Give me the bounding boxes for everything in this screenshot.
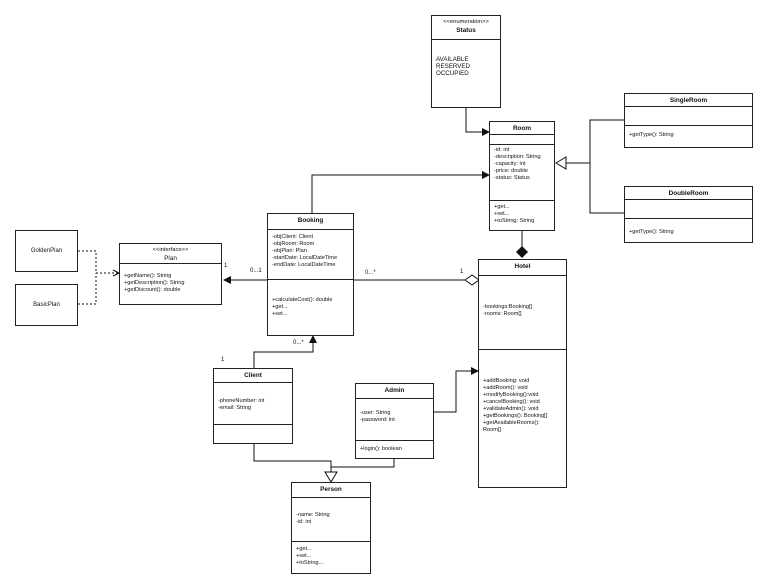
- composition-diamond: [516, 246, 528, 258]
- aggregation-diamond: [464, 274, 480, 286]
- singleroom-method: +getType(): String: [629, 132, 674, 138]
- booking-method: +calculateCost(): double: [272, 297, 333, 303]
- class-hotel[interactable]: Hotel -bookings:Booking[] -rooms: Room[]…: [478, 259, 567, 488]
- hotel-method: +addRoom(): void: [483, 385, 528, 391]
- person-name: Person: [320, 486, 342, 493]
- person-method: +get...: [296, 546, 312, 552]
- status-value: AVAILABLE: [436, 56, 469, 63]
- class-room[interactable]: Room -id: int -description: String -capa…: [489, 121, 555, 231]
- booking-attribute: -objClient: Client: [272, 234, 314, 240]
- plan-stereotype: <<interface>>: [152, 247, 189, 253]
- hotel-method: +cancelBooking(): void: [483, 399, 540, 405]
- admin-method: +login(): boolean: [360, 446, 402, 452]
- class-booking[interactable]: Booking -objClient: Client -objRoom: Roo…: [267, 213, 354, 336]
- booking-attribute: -objPlan: Plan: [272, 248, 307, 254]
- hotel-attribute: -rooms: Room[]: [483, 311, 522, 317]
- doubleroom-method: +getType(): String: [629, 229, 674, 235]
- multiplicity-label: 1: [460, 269, 464, 275]
- class-goldenplan[interactable]: GoldenPlan: [15, 230, 78, 272]
- singleroom-name: SingleRoom: [669, 97, 708, 104]
- client-attribute: -email: String: [218, 405, 251, 411]
- basicplan-realization: [78, 273, 97, 305]
- booking-attribute: -startDate: LocalDateTime: [272, 255, 338, 261]
- room-attribute: -capacity: int: [494, 161, 526, 167]
- person-method: +toString...: [296, 560, 324, 566]
- room-method: +toString: String: [494, 218, 535, 224]
- multiplicity-label: 1: [224, 263, 228, 269]
- room-name: Room: [512, 125, 532, 132]
- person-attribute: -name: String: [296, 512, 330, 518]
- multiplicity-label: 0...*: [293, 340, 304, 346]
- plan-method: +getDescription(): String: [124, 280, 185, 286]
- status-stereotype: <<enumeration>>: [443, 19, 489, 25]
- class-plan[interactable]: <<interface>>Plan +getName(): String +ge…: [119, 243, 222, 305]
- client-booking-association: [253, 335, 317, 368]
- class-singleroom[interactable]: SingleRoom +getType(): String: [624, 93, 753, 148]
- booking-room-association: [311, 171, 490, 213]
- hotel-method: +modifyBooking():void: [483, 392, 539, 398]
- hotel-name: Hotel: [514, 263, 531, 270]
- person-generalization-triangle: [324, 471, 338, 483]
- hotel-method: +addBooking: void: [483, 378, 530, 384]
- hotel-method: +getBookings(): Booking[]: [483, 413, 548, 419]
- booking-name: Booking: [297, 217, 324, 224]
- status-name: Status: [456, 26, 476, 34]
- singleroom-generalization: [566, 119, 624, 164]
- hotel-method: +validateAdmin(): void: [483, 406, 539, 412]
- admin-person-generalization: [331, 459, 395, 468]
- status-value: OCCUPIED: [436, 70, 469, 77]
- person-method: +set...: [296, 553, 312, 559]
- basicplan-name: BasicPlan: [33, 302, 60, 308]
- admin-name: Admin: [384, 387, 405, 394]
- goldenplan-name: GoldenPlan: [30, 248, 63, 254]
- plan-method: +getDiscount(): double: [124, 287, 181, 293]
- admin-hotel-association: [433, 367, 479, 413]
- admin-attribute: -user: String: [360, 410, 391, 416]
- room-attribute: -price: double: [494, 168, 528, 174]
- goldenplan-realization: [78, 250, 119, 274]
- status-room-association: [465, 108, 490, 136]
- room-generalization-triangle: [555, 156, 567, 170]
- class-admin[interactable]: Admin -user: String -password: int +logi…: [355, 383, 434, 459]
- room-method: +get...: [494, 204, 510, 210]
- multiplicity-label: 1: [221, 357, 225, 363]
- class-person[interactable]: Person -name: String -id: int +get... +s…: [291, 482, 371, 574]
- admin-attribute: -password: int: [360, 417, 395, 423]
- booking-attribute: -endDate: LocalDateTime: [272, 262, 336, 268]
- doubleroom-name: DoubleRoom: [668, 190, 709, 197]
- hotel-attribute: -bookings:Booking[]: [483, 304, 533, 310]
- room-method: +set...: [494, 211, 510, 217]
- booking-method: +get...: [272, 304, 288, 310]
- status-value: RESERVED: [436, 63, 470, 70]
- hotel-method: +getAvailableRooms():: [483, 420, 540, 426]
- multiplicity-label: 0...1: [250, 268, 262, 274]
- class-client[interactable]: Client -phoneNumber: int -email: String: [213, 368, 293, 444]
- room-attribute: -status: Status: [494, 175, 530, 181]
- client-name: Client: [244, 372, 262, 379]
- room-attribute: -description: String: [494, 154, 541, 160]
- booking-attribute: -objRoom: Room: [272, 241, 315, 247]
- plan-method: +getName(): String: [124, 273, 172, 279]
- multiplicity-label: 0...*: [365, 270, 376, 276]
- booking-method: +set...: [272, 311, 288, 317]
- person-attribute: -id: int: [296, 519, 312, 525]
- room-attribute: -id: int: [494, 147, 510, 153]
- class-basicplan[interactable]: BasicPlan: [15, 284, 78, 326]
- client-person-generalization: [253, 443, 332, 473]
- client-attribute: -phoneNumber: int: [218, 398, 265, 404]
- doubleroom-generalization: [589, 163, 624, 214]
- hotel-method: Room[]: [483, 427, 502, 433]
- class-status[interactable]: <<enumeration>>Status AVAILABLE RESERVED…: [431, 15, 501, 108]
- class-doubleroom[interactable]: DoubleRoom +getType(): String: [624, 186, 753, 243]
- plan-name: Plan: [164, 254, 177, 262]
